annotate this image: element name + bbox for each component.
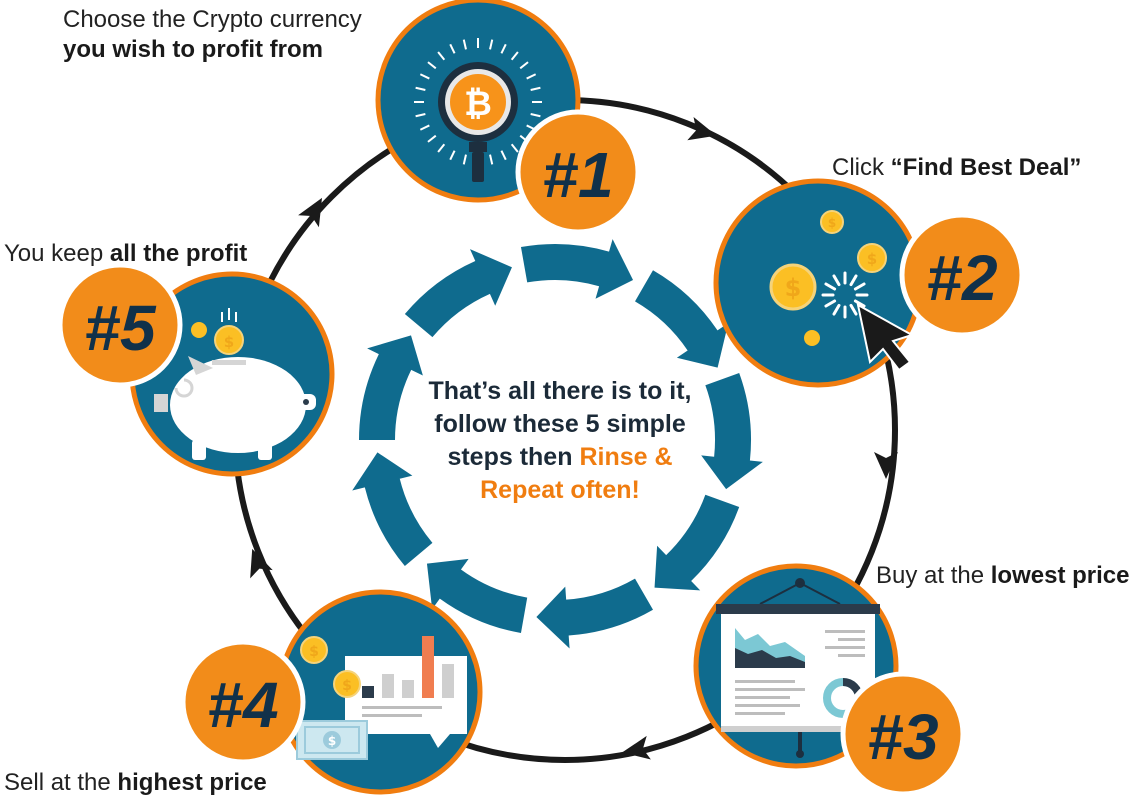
step-3-label-bold: lowest price xyxy=(990,562,1130,589)
tick-mark xyxy=(489,154,494,165)
tick-mark xyxy=(500,150,507,161)
click-burst-ray xyxy=(853,282,866,291)
tick-mark xyxy=(427,61,437,70)
step-5: $ #5 xyxy=(57,262,335,477)
click-burst-ray xyxy=(849,274,858,287)
ring-arrowhead xyxy=(874,452,898,479)
svg-text:$: $ xyxy=(309,644,319,660)
step-4-label: Sell at the highest price xyxy=(4,768,267,798)
tick-mark xyxy=(526,73,537,80)
svg-text:$: $ xyxy=(828,216,836,230)
tick-mark xyxy=(419,73,430,80)
tick-mark xyxy=(500,43,507,54)
tick-mark xyxy=(510,143,519,153)
step-5-number: #5 xyxy=(84,292,157,364)
click-burst-ray xyxy=(849,303,858,316)
tick-mark xyxy=(449,150,456,161)
click-burst-ray xyxy=(832,303,841,316)
piggy-bank-icon: $ xyxy=(154,308,316,460)
inner-arrow-segment xyxy=(359,335,423,440)
step-2-label-bold: “Find Best Deal” xyxy=(890,154,1082,181)
inner-arrow-segment xyxy=(536,578,653,649)
step-5-label: You keep all the profit xyxy=(4,239,247,269)
tick-mark xyxy=(415,86,426,91)
step-3-badge xyxy=(840,671,966,797)
step-2: $ $ $ #2 xyxy=(713,178,1025,388)
tick-mark xyxy=(449,43,456,54)
inner-arrow-segment xyxy=(404,249,512,338)
tick-mark xyxy=(462,154,467,165)
center-line-2: follow these 5 simple xyxy=(434,410,686,438)
step-3-label: Buy at the lowest price xyxy=(876,561,1129,591)
step-1-label-bold: you wish to profit from xyxy=(63,36,323,63)
step-3-label-text: Buy at the xyxy=(876,562,991,589)
center-line-1: That’s all there is to it, xyxy=(428,377,692,405)
inner-arrow-segment xyxy=(654,494,740,591)
svg-text:$: $ xyxy=(867,250,877,268)
step-4-badge xyxy=(180,639,306,765)
step-2-label-text: Click xyxy=(832,154,891,181)
inner-arrow-cycle xyxy=(352,239,763,649)
tick-mark xyxy=(530,113,541,118)
click-burst-ray xyxy=(832,274,841,287)
inner-arrow-segment xyxy=(701,372,763,490)
click-burst-ray xyxy=(853,299,866,308)
ring-arrowhead xyxy=(250,548,273,579)
tick-mark xyxy=(489,39,494,50)
step-4-label-bold: highest price xyxy=(117,769,267,796)
step-4-label-text: Sell at the xyxy=(4,769,118,796)
tick-mark xyxy=(530,86,541,91)
tick-mark xyxy=(427,134,437,143)
step-1-label: Choose the Crypto currency you wish to p… xyxy=(63,5,362,65)
step-5-label-bold: all the profit xyxy=(109,240,248,267)
step-5-label-text: You keep xyxy=(4,240,110,267)
step-2-number: #2 xyxy=(926,242,997,314)
ring-arrowhead xyxy=(298,197,322,228)
ring-arrowhead xyxy=(622,735,651,760)
step-2-badge xyxy=(899,212,1025,338)
svg-text:$: $ xyxy=(328,734,336,748)
magnifier-bitcoin-icon: ₿ xyxy=(414,38,542,182)
tick-mark xyxy=(415,113,426,118)
click-burst-ray xyxy=(824,299,837,308)
bar-chart-money-icon: $ $ $ xyxy=(296,636,467,760)
ring-arrowhead xyxy=(687,117,717,141)
svg-text:$: $ xyxy=(785,274,802,302)
click-burst-ray xyxy=(824,282,837,291)
center-highlight-2: Repeat often! xyxy=(480,476,640,504)
step-4-number: #4 xyxy=(207,669,278,741)
inner-arrow-segment xyxy=(635,270,729,368)
step-2-label: Click “Find Best Deal” xyxy=(832,153,1081,183)
tick-mark xyxy=(419,124,430,131)
step-4: $ $ $ #4 xyxy=(180,589,483,795)
center-message: That’s all there is to it, follow these … xyxy=(395,375,725,507)
step-1-number: #1 xyxy=(542,139,613,211)
inner-arrow-segment xyxy=(520,239,634,299)
inner-arrow-segment xyxy=(352,452,433,566)
tick-mark xyxy=(462,39,467,50)
step-5-badge xyxy=(57,262,183,388)
svg-text:₿: ₿ xyxy=(464,84,492,124)
tick-mark xyxy=(437,143,446,153)
step-1-label-text: Choose the Crypto currency xyxy=(63,6,362,33)
inner-arrow-segment xyxy=(426,558,528,634)
tick-mark xyxy=(510,51,519,61)
tick-mark xyxy=(519,61,529,70)
step-1: ₿ #1 xyxy=(375,0,641,235)
cursor-coins-icon: $ $ $ xyxy=(769,210,915,372)
svg-text:$: $ xyxy=(342,678,352,694)
step-1-badge xyxy=(515,109,641,235)
ring-arrowheads xyxy=(250,117,898,760)
center-highlight-1: Rinse & xyxy=(579,443,673,471)
step-3: #3 xyxy=(693,563,966,797)
svg-text:$: $ xyxy=(224,333,234,351)
tick-mark xyxy=(437,51,446,61)
step-3-number: #3 xyxy=(867,701,938,773)
center-line-3: steps then xyxy=(447,443,580,471)
